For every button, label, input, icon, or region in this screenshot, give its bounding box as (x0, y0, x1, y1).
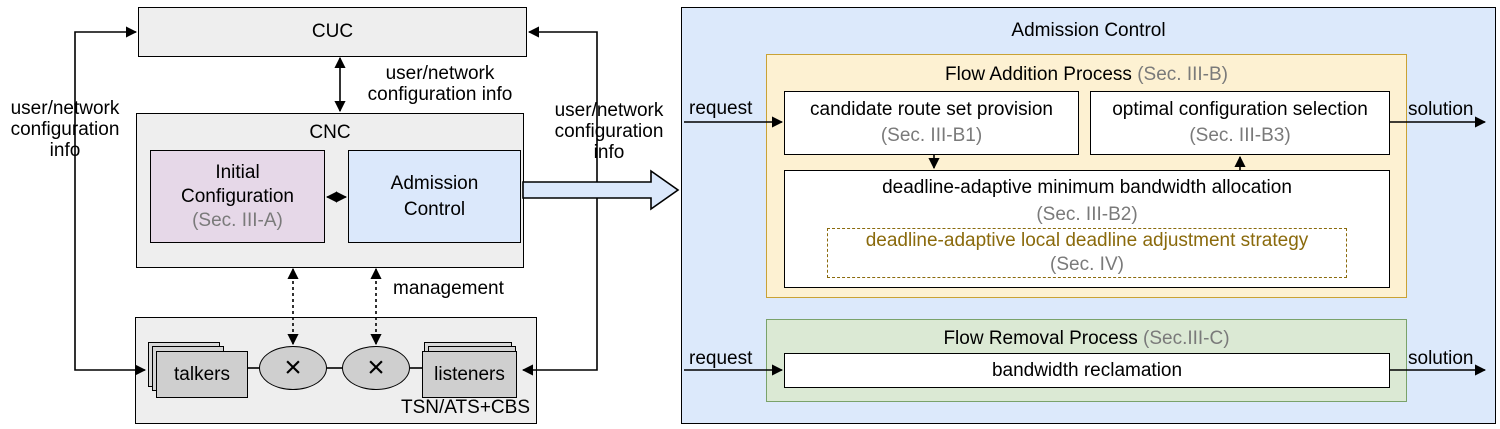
flow-addition-title: Flow Addition Process (Sec. III-B) (767, 64, 1406, 86)
listeners-label: listeners (434, 363, 505, 385)
admission-control-line1: Admission (390, 172, 479, 194)
expand-arrow (522, 169, 680, 211)
optimal-config-box: optimal configuration selection (Sec. II… (1090, 91, 1390, 155)
listeners-box: listeners (422, 351, 517, 398)
deadline-bandwidth-box: deadline-adaptive minimum bandwidth allo… (784, 170, 1390, 288)
left-loop-line (74, 26, 147, 376)
addition-solution-label: solution (1408, 99, 1474, 120)
talkers-label: talkers (174, 363, 230, 385)
candidate-route-label: candidate route set provision (810, 99, 1053, 120)
switch-1-symbol: × (284, 351, 302, 384)
user-network-right-line3: info (593, 142, 625, 163)
admission-control-line2: Control (403, 198, 466, 220)
bandwidth-reclamation-label: bandwidth reclamation (991, 359, 1183, 381)
flow-addition-ref: (Sec. III-B) (1137, 64, 1228, 85)
tsn-footer: TSN/ATS+CBS (401, 397, 530, 418)
flow-removal-ref: (Sec.III-C) (1143, 328, 1230, 349)
local-deadline-label: deadline-adaptive local deadline adjustm… (865, 230, 1309, 251)
addition-request-label: request (689, 98, 753, 119)
candidate-route-box: candidate route set provision (Sec. III-… (784, 91, 1079, 155)
management-label: management (393, 278, 504, 299)
user-network-info-center: user/network configuration info (352, 63, 528, 105)
switch-2-symbol: × (367, 351, 385, 384)
initial-configuration-box: Initial Configuration (Sec. III-A) (150, 150, 325, 243)
local-deadline-ref: (Sec. IV) (1050, 254, 1124, 275)
admission-control-title: Admission Control (1011, 20, 1166, 41)
candidate-route-ref: (Sec. III-B1) (880, 125, 983, 146)
local-deadline-box: deadline-adaptive local deadline adjustm… (827, 228, 1347, 278)
cuc-box: CUC (138, 7, 527, 57)
flow-addition-title-text: Flow Addition Process (945, 64, 1138, 85)
removal-request-label: request (689, 348, 753, 369)
user-network-left-line3: info (49, 140, 81, 161)
removal-solution-label: solution (1408, 348, 1474, 369)
user-network-info-right: user/network configuration info (545, 100, 673, 163)
user-network-left-line1: user/network (10, 98, 120, 119)
user-network-info-left: user/network configuration info (2, 98, 128, 161)
initial-config-line1: Initial (215, 161, 260, 183)
deadline-bandwidth-label: deadline-adaptive minimum bandwidth allo… (882, 177, 1292, 198)
flow-removal-title: Flow Removal Process (Sec.III-C) (767, 328, 1406, 350)
initial-config-line2: Configuration (180, 185, 295, 207)
optimal-config-ref: (Sec. III-B3) (1189, 125, 1291, 146)
user-network-right-line1: user/network (554, 100, 664, 121)
right-loop-line (521, 26, 598, 376)
admission-control-box: Admission Control (348, 150, 521, 243)
bandwidth-reclamation-box: bandwidth reclamation (784, 353, 1390, 388)
user-network-center-line2: configuration info (367, 84, 513, 105)
initial-config-ref: (Sec. III-A) (192, 209, 283, 231)
cuc-label: CUC (311, 21, 354, 42)
switch-2: × (342, 346, 410, 390)
flow-removal-title-text: Flow Removal Process (943, 328, 1143, 349)
talkers-box: talkers (156, 351, 248, 398)
optimal-config-label: optimal configuration selection (1112, 99, 1368, 120)
user-network-center-line1: user/network (385, 63, 495, 84)
switch-1: × (259, 346, 327, 390)
deadline-bandwidth-ref: (Sec. III-B2) (1036, 204, 1138, 225)
user-network-right-line2: configuration (554, 121, 664, 142)
cnc-label: CNC (309, 122, 351, 143)
user-network-left-line2: configuration (10, 119, 120, 140)
